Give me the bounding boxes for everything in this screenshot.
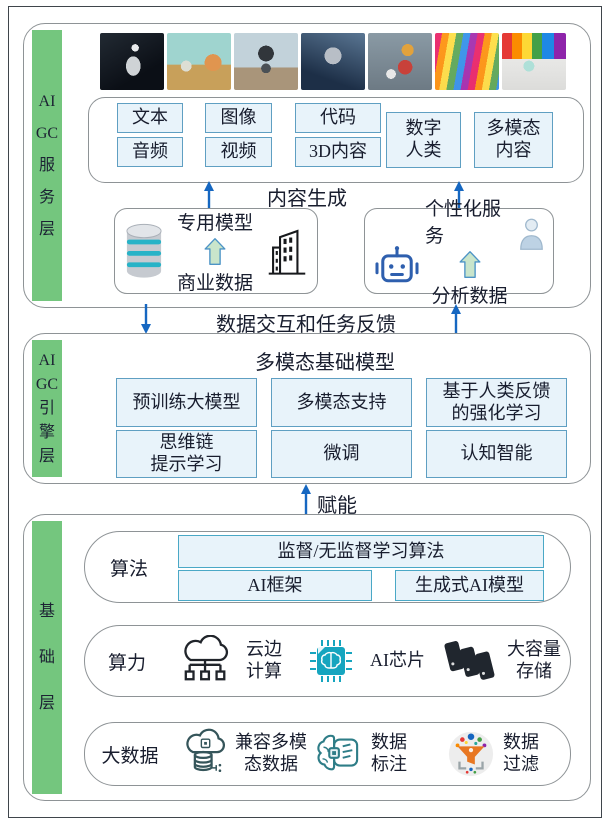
generated-image-rainbow-pig bbox=[435, 33, 499, 90]
multimodal-data-label: 兼容多模态数据 bbox=[235, 732, 307, 774]
engine-box-rlhf: 基于人类反馈的强化学习 bbox=[426, 378, 567, 427]
data-interaction-label: 数据交互和任务反馈 bbox=[216, 314, 396, 336]
engine-box-multimodal-support: 多模态支持 bbox=[271, 378, 412, 427]
ai-chip-icon bbox=[310, 640, 352, 682]
engine-layer-label-line: 引 bbox=[38, 399, 55, 417]
service-layer: AI GC 服 务 层 文本 音频 图像 视频 代码 3D内容 数字人类 bbox=[23, 23, 591, 308]
engine-layer-label: AI GC 引 擎 层 bbox=[32, 340, 62, 477]
bigdata-row: 大数据 兼容多模态数据 数据标注 bbox=[84, 722, 571, 786]
content-type-image: 图像 bbox=[205, 103, 272, 133]
bigdata-label: 大数据 bbox=[101, 745, 159, 767]
data-filter-funnel-icon bbox=[448, 731, 494, 777]
generated-image-panda-skateboard bbox=[234, 33, 298, 90]
ai-chip-label: AI芯片 bbox=[370, 650, 425, 671]
engine-layer-label-line: 擎 bbox=[38, 423, 55, 441]
content-type-3d: 3D内容 bbox=[295, 137, 381, 167]
content-types-box: 文本 音频 图像 视频 代码 3D内容 数字人类 多模态内容 bbox=[88, 97, 584, 183]
large-storage-label: 大容量存储 bbox=[507, 639, 561, 681]
data-filter-label: 数据过滤 bbox=[503, 732, 539, 774]
engine-layer-label-line: GC bbox=[35, 375, 59, 393]
arrow-up-icon bbox=[454, 181, 464, 208]
building-icon bbox=[268, 229, 306, 275]
generated-image-animal-astronaut bbox=[301, 33, 365, 90]
engine-layer: AI GC 引 擎 层 多模态基础模型 预训练大模型 多模态支持 基于人类反馈的… bbox=[23, 333, 591, 484]
algorithm-box-supervised-unsupervised: 监督/无监督学习算法 bbox=[178, 535, 544, 568]
service-layer-label-line: AI bbox=[38, 92, 56, 110]
algorithm-row: 算法 监督/无监督学习算法 AI框架 生成式AI模型 bbox=[84, 531, 571, 603]
generated-image-corgi-painting bbox=[167, 33, 231, 90]
content-type-text: 文本 bbox=[117, 103, 183, 133]
content-generation-label: 内容生成 bbox=[267, 188, 347, 210]
person-icon bbox=[520, 218, 543, 250]
content-type-multimodal: 多模态内容 bbox=[474, 112, 553, 168]
engine-box-finetuning: 微调 bbox=[271, 430, 412, 478]
robot-icon bbox=[375, 246, 419, 283]
engine-box-cot-prompt-learning: 思维链提示学习 bbox=[116, 430, 257, 478]
business-data-label: 商业数据 bbox=[176, 272, 253, 294]
engine-title: 多模态基础模型 bbox=[255, 352, 395, 374]
service-layer-label-line: 务 bbox=[38, 188, 55, 206]
specialized-model-label: 专用模型 bbox=[176, 212, 253, 234]
algorithm-box-ai-framework: AI框架 bbox=[178, 570, 372, 601]
foundation-layer-label: 基 础 层 bbox=[32, 521, 62, 794]
engine-layer-label-line: AI bbox=[38, 351, 56, 369]
empower-label: 赋能 bbox=[317, 495, 357, 517]
personalized-service-label: 个性化服务 bbox=[425, 199, 502, 247]
cloud-database-icon bbox=[186, 728, 225, 773]
personalized-service-box: 个性化服务 分析数据 bbox=[364, 199, 554, 307]
foundation-layer: 基 础 层 算法 监督/无监督学习算法 AI框架 生成式AI模型 算力 云边计算 bbox=[23, 514, 591, 801]
service-layer-label-line: 层 bbox=[38, 220, 55, 238]
foundation-layer-label-line: 基 bbox=[38, 602, 55, 620]
content-type-code: 代码 bbox=[295, 103, 381, 133]
arrow-up-icon bbox=[204, 181, 214, 208]
foundation-layer-label-line: 层 bbox=[38, 694, 55, 712]
engine-box-cognitive-intelligence: 认知智能 bbox=[426, 430, 567, 478]
computing-label: 算力 bbox=[107, 652, 146, 674]
service-layer-label-line: 服 bbox=[38, 156, 55, 174]
block-arrow-up-icon bbox=[459, 251, 480, 278]
content-type-digital-human: 数字人类 bbox=[386, 112, 461, 168]
foundation-layer-label-line: 础 bbox=[38, 648, 55, 666]
engine-box-pretrained-model: 预训练大模型 bbox=[116, 378, 257, 427]
algorithm-label: 算法 bbox=[109, 558, 148, 580]
arrow-up-icon bbox=[451, 304, 461, 334]
generated-images-strip bbox=[100, 33, 566, 90]
analysis-data-label: 分析数据 bbox=[431, 286, 508, 307]
service-layer-label: AI GC 服 务 层 bbox=[32, 30, 62, 301]
arrow-down-icon bbox=[141, 304, 151, 334]
database-icon bbox=[126, 223, 162, 278]
generated-image-astronaut-horse bbox=[100, 33, 164, 90]
content-type-audio: 音频 bbox=[117, 137, 183, 167]
generated-image-robot-cooking bbox=[368, 33, 432, 90]
computing-row: 算力 云边计算 bbox=[84, 625, 571, 697]
service-layer-label-line: GC bbox=[35, 124, 59, 142]
specialized-model-box: 专用模型 商业数据 bbox=[114, 208, 318, 294]
algorithm-box-generative-ai-model: 生成式AI模型 bbox=[395, 570, 544, 601]
cloud-edge-network-icon bbox=[184, 635, 229, 681]
engine-layer-label-line: 层 bbox=[38, 447, 55, 465]
arrow-up-icon bbox=[301, 484, 311, 514]
content-type-video: 视频 bbox=[205, 137, 272, 167]
brain-annotation-icon bbox=[317, 734, 359, 771]
data-annotation-label: 数据标注 bbox=[371, 732, 407, 774]
generated-image-rainbow-wig-cat bbox=[502, 33, 566, 90]
diagram-frame: AI GC 服 务 层 文本 音频 图像 视频 代码 3D内容 数字人类 bbox=[8, 6, 602, 818]
block-arrow-up-icon bbox=[204, 237, 226, 265]
storage-servers-icon bbox=[444, 641, 495, 680]
cloud-edge-label: 云边计算 bbox=[246, 639, 282, 681]
